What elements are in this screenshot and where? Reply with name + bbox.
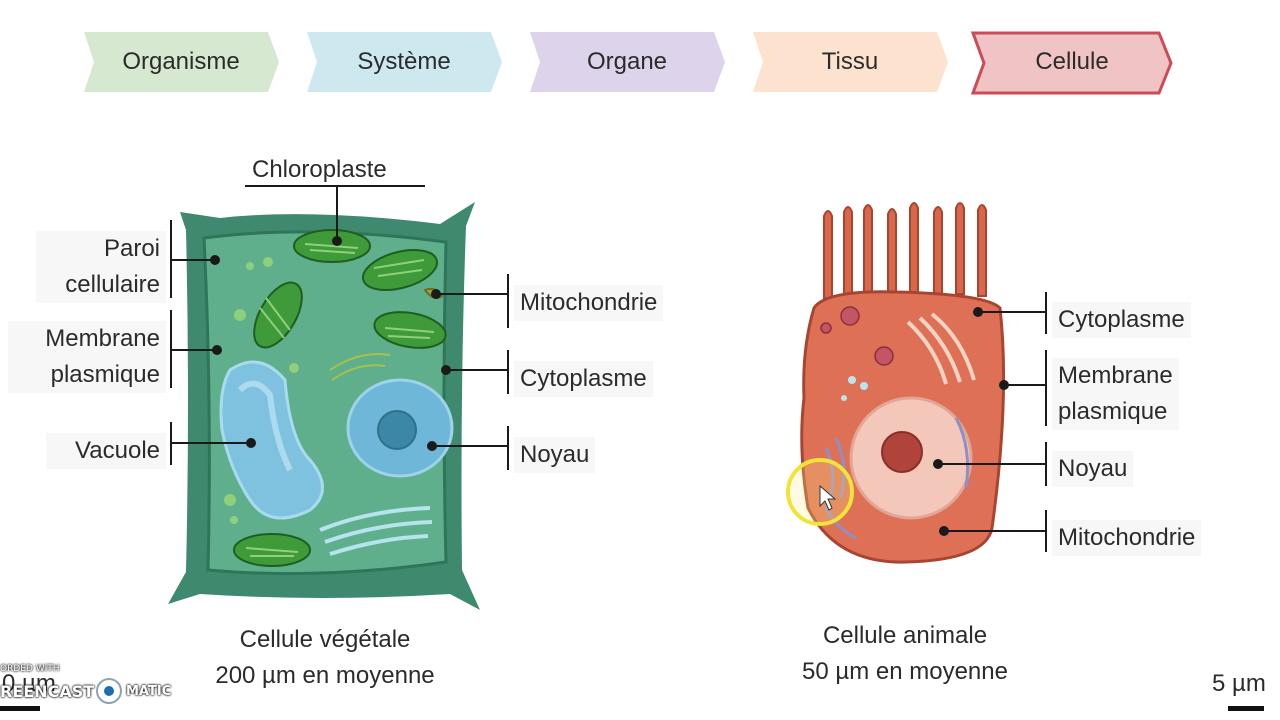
- plant-caption-size: 200 µm en moyenne: [215, 662, 435, 689]
- chevron-shape-icon: [970, 31, 1173, 95]
- label-membrane-plasmique-vegetale: Membrane plasmique: [8, 321, 166, 393]
- chevron-shape-icon: [307, 32, 502, 92]
- breadcrumb-systeme[interactable]: Système: [305, 31, 503, 93]
- chevron-shape-icon: [530, 32, 725, 92]
- plant-cell-diagram: [168, 202, 480, 610]
- label-mitochondrie-vegetale: Mitochondrie: [514, 285, 664, 321]
- plant-scale-label: 0 µm: [2, 670, 56, 697]
- label-mitochondrie-animale: Mitochondrie: [1052, 520, 1202, 556]
- breadcrumb-label: Cellule: [1035, 48, 1109, 75]
- plant-caption-title: Cellule végétale: [239, 626, 411, 653]
- label-vacuole: Vacuole: [46, 433, 166, 469]
- breadcrumb-organisme[interactable]: Organisme: [82, 31, 280, 93]
- label-chloroplaste: Chloroplaste: [252, 156, 387, 183]
- breadcrumb-label: Système: [357, 48, 451, 75]
- mouse-pointer-icon: [819, 484, 837, 511]
- animal-caption: Cellule animale 50 µm en moyenne: [760, 618, 1050, 690]
- watermark-line2: REENCAST: [0, 682, 95, 701]
- breadcrumb-cellule[interactable]: Cellule: [970, 31, 1174, 95]
- label-noyau-vegetale: Noyau: [514, 437, 596, 473]
- breadcrumb-label: Organe: [586, 48, 668, 75]
- animal-scale-label: 5 µm: [1212, 670, 1266, 697]
- chevron-shape-icon: [753, 32, 948, 92]
- label-cytoplasme-animale: Cytoplasme: [1052, 302, 1191, 338]
- animal-caption-size: 50 µm en moyenne: [802, 658, 1008, 685]
- watermark-line1: ORDED WITH: [0, 664, 60, 674]
- label-cytoplasme-vegetale: Cytoplasme: [514, 361, 653, 397]
- label-membrane-plasmique-animale: Membrane plasmique: [1052, 358, 1179, 430]
- animal-scale-bar: [1228, 706, 1264, 711]
- breadcrumb-label: Organisme: [122, 48, 240, 75]
- recording-watermark: ORDED WITH REENCAST MATIC: [0, 664, 190, 704]
- breadcrumb-tissu[interactable]: Tissu: [751, 31, 949, 93]
- breadcrumb-organe[interactable]: Organe: [528, 31, 726, 93]
- label-paroi-cellulaire: Paroi cellulaire: [36, 231, 166, 303]
- animal-caption-title: Cellule animale: [822, 622, 988, 649]
- plant-scale-bar: [0, 706, 40, 711]
- breadcrumb-label: Tissu: [821, 48, 879, 75]
- watermark-line3: MATIC: [126, 684, 172, 699]
- label-noyau-animale: Noyau: [1052, 451, 1134, 487]
- record-icon: [96, 678, 122, 704]
- plant-caption: Cellule végétale 200 µm en moyenne: [170, 622, 480, 694]
- chevron-shape-icon: [84, 32, 279, 92]
